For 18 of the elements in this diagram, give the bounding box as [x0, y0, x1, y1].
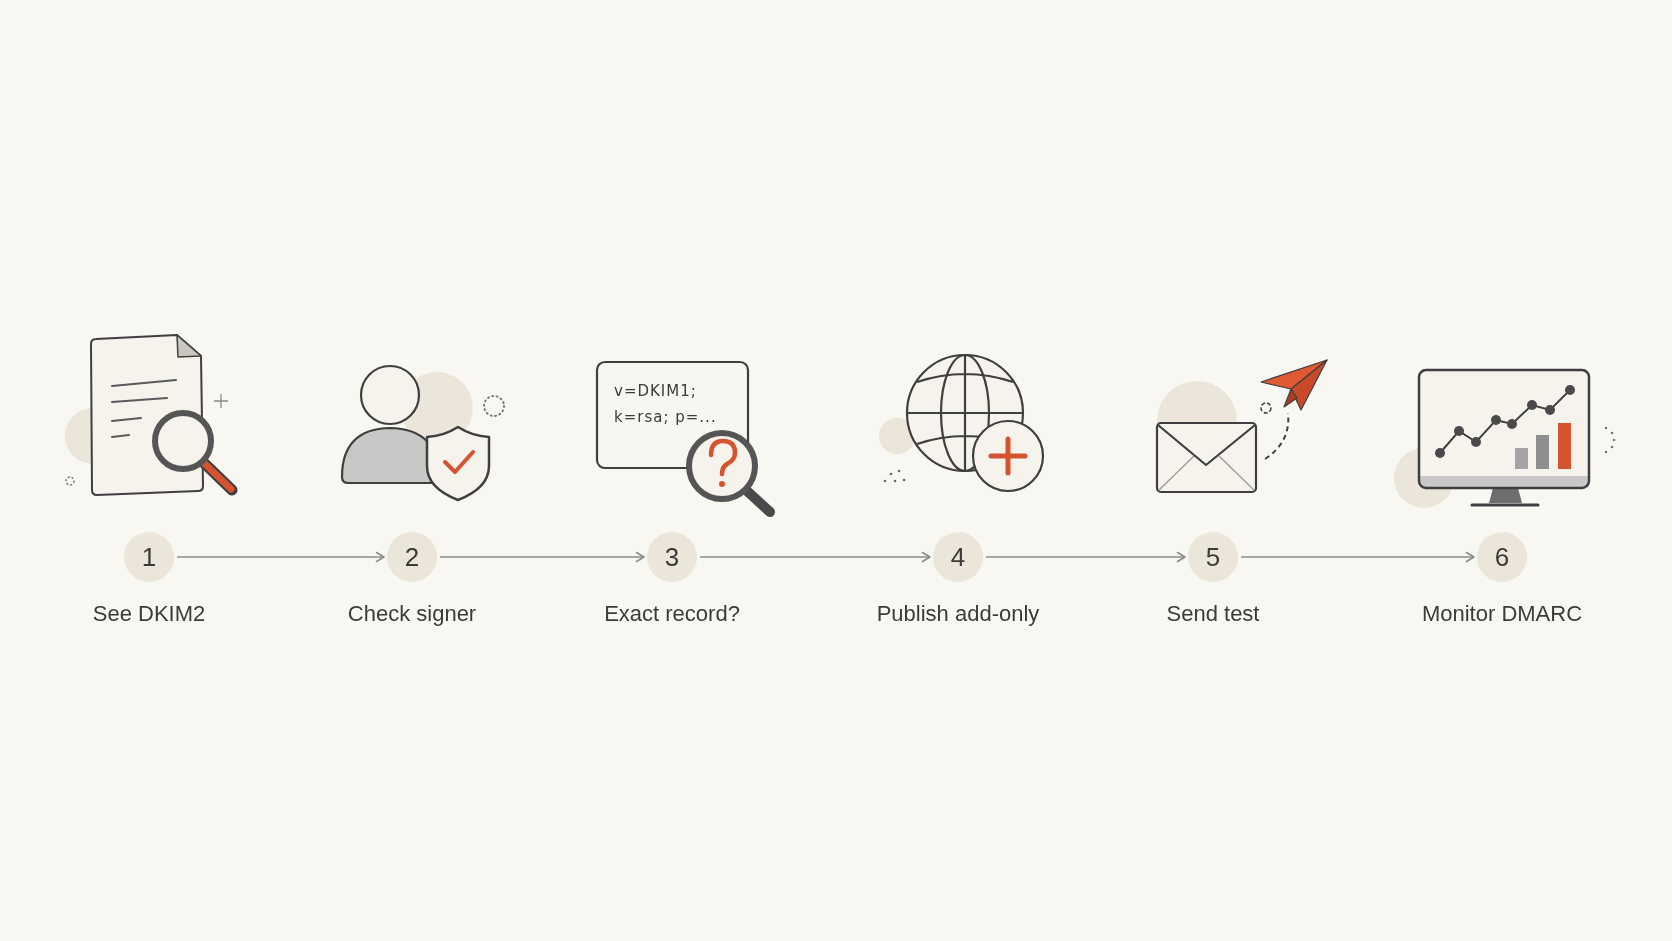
step-number: 4 — [933, 532, 983, 582]
step-number: 5 — [1188, 532, 1238, 582]
step-number: 6 — [1477, 532, 1527, 582]
record-text: v=DKIM1; k=rsa; p=... — [614, 381, 718, 429]
arrow — [699, 551, 931, 563]
step-number: 3 — [647, 532, 697, 582]
arrow — [176, 551, 385, 563]
step-number: 1 — [124, 532, 174, 582]
step-label: Check signer — [347, 601, 477, 628]
arrow — [439, 551, 645, 563]
arrow — [985, 551, 1186, 563]
step-label: Monitor DMARC — [1421, 601, 1583, 628]
step-label: Send test — [1166, 601, 1260, 628]
step-label: Publish add-only — [876, 601, 1040, 628]
step-label: Exact record? — [604, 601, 740, 628]
arrow — [1240, 551, 1475, 563]
step-label: See DKIM2 — [92, 601, 206, 628]
step-number: 2 — [387, 532, 437, 582]
